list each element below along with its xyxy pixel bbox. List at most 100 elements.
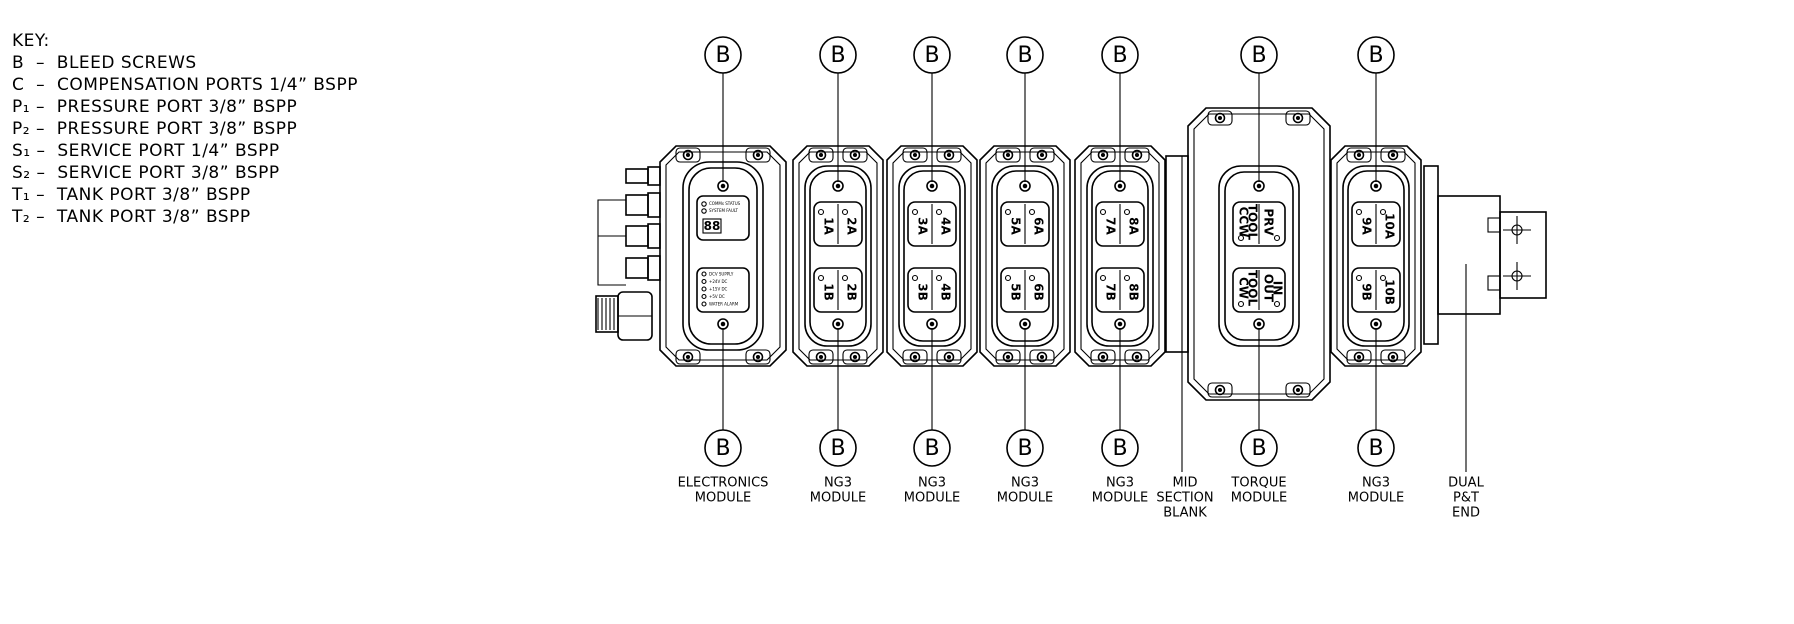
mount-screw-icon bbox=[1002, 351, 1014, 363]
legend-item: B – BLEED SCREWS bbox=[12, 53, 197, 73]
mount-lug bbox=[808, 147, 834, 163]
module-outline bbox=[886, 145, 978, 367]
legend-item: S₂ – SERVICE PORT 3/8” BSPP bbox=[12, 163, 280, 183]
port-block bbox=[907, 267, 957, 313]
connector-nut bbox=[647, 166, 661, 186]
mount-screw-icon bbox=[815, 351, 827, 363]
module-outline bbox=[1330, 145, 1422, 367]
end-boss bbox=[1487, 275, 1501, 291]
legend-item: S₁ – SERVICE PORT 1/4” BSPP bbox=[12, 141, 280, 161]
status-text: SYSTEM FAULT bbox=[709, 208, 738, 213]
port-led-icon bbox=[911, 274, 919, 282]
port-label: 8A bbox=[1127, 217, 1141, 235]
port-led-icon bbox=[1379, 208, 1387, 216]
port-label: 1A bbox=[822, 217, 836, 235]
screw-center-icon bbox=[1039, 354, 1045, 360]
mount-lug bbox=[1346, 349, 1372, 365]
module-label: MODULE bbox=[1092, 491, 1148, 506]
mount-lug bbox=[1090, 147, 1116, 163]
mount-lug bbox=[1207, 110, 1233, 126]
mount-lug bbox=[1124, 349, 1150, 365]
module-label: MODULE bbox=[695, 491, 751, 506]
screw-center-icon bbox=[835, 183, 841, 189]
mount-screw-icon bbox=[1002, 149, 1014, 161]
screw-center-icon bbox=[818, 152, 824, 158]
port-label: 5B bbox=[1009, 283, 1023, 301]
valve-cover-inner bbox=[1091, 170, 1149, 342]
connector-nut bbox=[647, 192, 661, 218]
screw-center-icon bbox=[1022, 321, 1028, 327]
status-led-icon bbox=[701, 201, 707, 207]
legend-key: KEY: B – BLEED SCREWS C – COMPENSATION P… bbox=[12, 30, 358, 228]
port-label: 2A bbox=[845, 217, 859, 235]
torque-port-label: CW bbox=[1237, 277, 1251, 299]
supply-text: DCV SUPPLY bbox=[709, 272, 734, 277]
mount-lug bbox=[1090, 349, 1116, 365]
port-led-icon bbox=[1273, 300, 1281, 308]
port-block bbox=[1232, 201, 1286, 247]
module-label: ELECTRONICS bbox=[678, 476, 769, 491]
port-label: 3B bbox=[916, 283, 930, 301]
cable-line bbox=[597, 199, 626, 286]
screw-center-icon bbox=[1134, 152, 1140, 158]
mount-screw-icon bbox=[943, 351, 955, 363]
mount-screw-icon bbox=[815, 149, 827, 161]
screw-center-icon bbox=[1005, 354, 1011, 360]
torque-port-label: OUT bbox=[1262, 274, 1276, 303]
module-inner-outline bbox=[665, 151, 781, 361]
port-block bbox=[1000, 267, 1050, 313]
bleed-callout-letter: B bbox=[1368, 436, 1383, 461]
mount-lug bbox=[1029, 349, 1055, 365]
connector-plug bbox=[625, 257, 649, 279]
port-label: 4B bbox=[939, 283, 953, 301]
bleed-callout-letter: B bbox=[1251, 436, 1266, 461]
mount-screw-icon bbox=[752, 351, 764, 363]
legend-title: KEY: bbox=[12, 31, 50, 51]
module-outline bbox=[979, 145, 1071, 367]
connector-plug bbox=[625, 225, 649, 247]
mount-lug bbox=[1346, 147, 1372, 163]
display-digits: 88 bbox=[704, 219, 721, 233]
port-block bbox=[1351, 267, 1401, 313]
supply-led-icon bbox=[701, 278, 707, 285]
module-label: P&T bbox=[1453, 491, 1479, 506]
port-led-icon bbox=[1004, 274, 1012, 282]
mount-screw-icon bbox=[1097, 149, 1109, 161]
mount-lug bbox=[995, 349, 1021, 365]
port-led-icon bbox=[1123, 274, 1131, 282]
screw-center-icon bbox=[720, 321, 726, 327]
torque-port-label: PRV bbox=[1262, 208, 1276, 236]
port-led-icon bbox=[817, 208, 825, 216]
legend-item: T₁ – TANK PORT 3/8” BSPP bbox=[12, 185, 251, 205]
mount-lug bbox=[675, 147, 701, 163]
screw-center-icon bbox=[1256, 183, 1262, 189]
port-block bbox=[813, 267, 863, 313]
screw-center-icon bbox=[1295, 387, 1301, 393]
screw-center-icon bbox=[1373, 183, 1379, 189]
end-flange bbox=[1499, 211, 1547, 299]
module-label: NG3 bbox=[824, 476, 852, 491]
bleed-callout-letter: B bbox=[924, 436, 939, 461]
supply-led-icon bbox=[701, 286, 707, 292]
torque-port-label: CCW bbox=[1237, 207, 1251, 238]
module-inner-outline bbox=[892, 151, 972, 361]
screw-center-icon bbox=[1039, 152, 1045, 158]
port-led-icon bbox=[1028, 274, 1036, 282]
port-block bbox=[813, 201, 863, 247]
port-led-icon bbox=[911, 208, 919, 216]
bleed-callout-letter: B bbox=[1017, 436, 1032, 461]
torque-inner-outline bbox=[1193, 113, 1325, 395]
port-led-icon bbox=[841, 208, 849, 216]
port-led-icon bbox=[935, 208, 943, 216]
port-led-icon bbox=[1004, 208, 1012, 216]
screw-center-icon bbox=[929, 321, 935, 327]
screw-center-icon bbox=[818, 354, 824, 360]
mount-screw-icon bbox=[1036, 149, 1048, 161]
mount-lug bbox=[902, 349, 928, 365]
mount-lug bbox=[842, 349, 868, 365]
mount-screw-icon bbox=[1387, 351, 1399, 363]
screw-center-icon bbox=[852, 354, 858, 360]
supply-text: +24V DC bbox=[709, 279, 728, 284]
connector-nut bbox=[647, 255, 661, 281]
mount-lug bbox=[1029, 147, 1055, 163]
